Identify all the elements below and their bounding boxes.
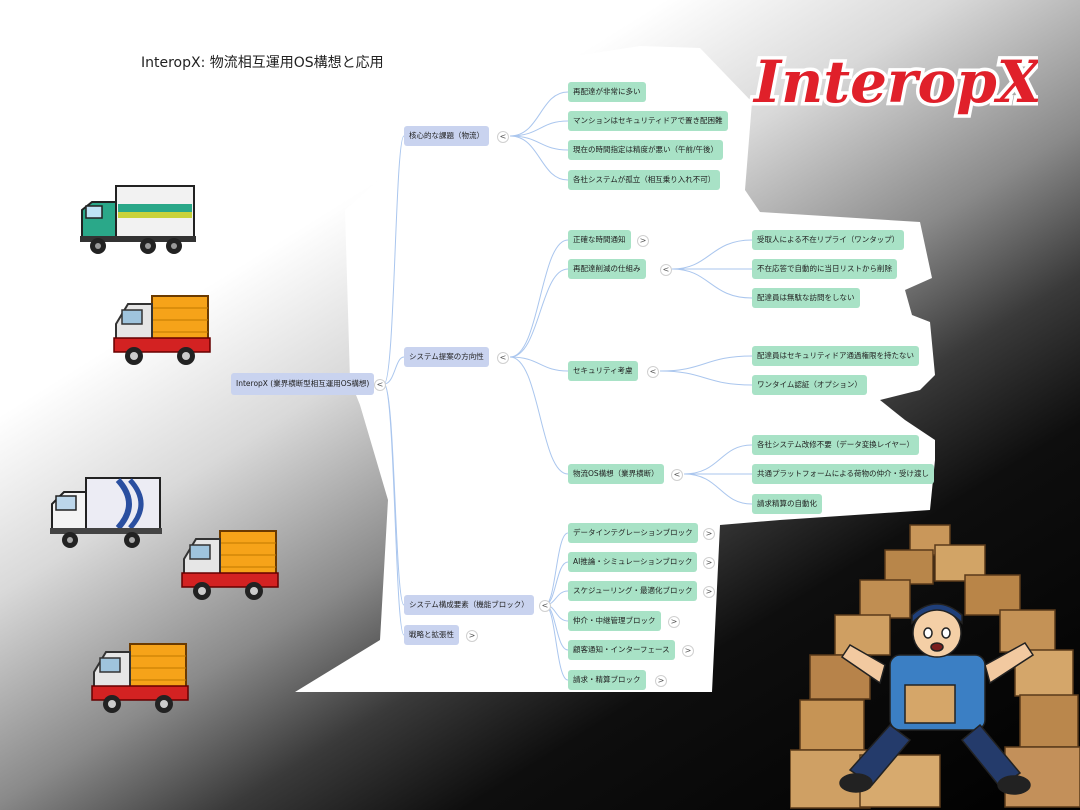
collapse-toggle-core-issues[interactable]: < bbox=[497, 131, 509, 143]
issue-node[interactable]: 現在の時間指定は精度が悪い（午前/午後） bbox=[568, 140, 724, 160]
expand-toggle-component[interactable]: > bbox=[703, 586, 715, 598]
truck-icon bbox=[91, 643, 189, 713]
expand-toggle-time-notice[interactable]: > bbox=[637, 235, 649, 247]
logistics-os-detail-node[interactable]: 請求精算の自動化 bbox=[752, 494, 822, 514]
logistics-os-detail-node[interactable]: 各社システム改修不要（データ変換レイヤー） bbox=[752, 435, 920, 455]
truck-icon bbox=[80, 185, 196, 254]
logistics-os-detail-node[interactable]: 共通プラットフォームによる荷物の仲介・受け渡し bbox=[752, 464, 935, 484]
expand-toggle-component[interactable]: > bbox=[682, 645, 694, 657]
truck-icon bbox=[113, 295, 211, 365]
mindmap-root-node[interactable]: InteropX (業界横断型相互運用OS構想) bbox=[231, 373, 375, 395]
component-node[interactable]: 請求・精算ブロック bbox=[568, 670, 646, 690]
redelivery-detail-node[interactable]: 不在応答で自動的に当日リストから削除 bbox=[752, 259, 897, 279]
component-node[interactable]: 顧客通知・インターフェース bbox=[568, 640, 675, 660]
component-node[interactable]: スケジューリング・最適化ブロック bbox=[568, 581, 698, 601]
collapse-toggle-security[interactable]: < bbox=[647, 366, 659, 378]
direction-node[interactable]: 物流OS構想（業界横断） bbox=[568, 464, 664, 484]
delivery-worker-illustration bbox=[790, 524, 1080, 809]
logo-text: InteropX bbox=[752, 48, 1038, 116]
security-detail-node[interactable]: ワンタイム認証（オプション） bbox=[752, 375, 867, 395]
collapse-toggle-root[interactable]: < bbox=[374, 379, 386, 391]
truck-icon bbox=[181, 530, 279, 600]
branch-system-direction[interactable]: システム提案の方向性 bbox=[404, 347, 489, 367]
security-detail-node[interactable]: 配達員はセキュリティドア通過権限を持たない bbox=[752, 346, 920, 366]
redelivery-detail-node[interactable]: 配達員は無駄な訪問をしない bbox=[752, 288, 860, 308]
slide-title: InteropX: 物流相互運用OS構想と応用 bbox=[141, 55, 384, 71]
branch-strategy[interactable]: 戦略と拡張性 bbox=[404, 625, 459, 645]
branch-system-components[interactable]: システム構成要素（機能ブロック） bbox=[404, 595, 534, 615]
component-node[interactable]: AI推論・シミュレーションブロック bbox=[568, 552, 698, 572]
collapse-toggle-system-direction[interactable]: < bbox=[497, 352, 509, 364]
branch-core-issues[interactable]: 核心的な課題（物流） bbox=[404, 126, 489, 146]
direction-node[interactable]: 再配達削減の仕組み bbox=[568, 259, 646, 279]
collapse-toggle-system-components[interactable]: < bbox=[539, 600, 551, 612]
issue-node[interactable]: マンションはセキュリティドアで置き配困難 bbox=[568, 111, 728, 131]
collapse-toggle-redelivery[interactable]: < bbox=[660, 264, 672, 276]
component-node[interactable]: データインテグレーションブロック bbox=[568, 523, 698, 543]
redelivery-detail-node[interactable]: 受取人による不在リプライ（ワンタップ） bbox=[752, 230, 905, 250]
interopx-logo: InteropX InteropX bbox=[749, 45, 1039, 120]
expand-toggle-component[interactable]: > bbox=[703, 528, 715, 540]
issue-node[interactable]: 各社システムが孤立（相互乗り入れ不可） bbox=[568, 170, 721, 190]
component-node[interactable]: 仲介・中継管理ブロック bbox=[568, 611, 661, 631]
expand-toggle-component[interactable]: > bbox=[703, 557, 715, 569]
expand-toggle-strategy[interactable]: > bbox=[466, 630, 478, 642]
logo-text-outline: InteropX bbox=[752, 48, 1038, 116]
collapse-toggle-logistics-os[interactable]: < bbox=[671, 469, 683, 481]
direction-node[interactable]: セキュリティ考慮 bbox=[568, 361, 638, 381]
direction-node[interactable]: 正確な時間通知 bbox=[568, 230, 631, 250]
expand-toggle-component[interactable]: > bbox=[668, 616, 680, 628]
issue-node[interactable]: 再配達が非常に多い bbox=[568, 82, 646, 102]
truck-icon bbox=[50, 477, 162, 548]
expand-toggle-component[interactable]: > bbox=[655, 675, 667, 687]
